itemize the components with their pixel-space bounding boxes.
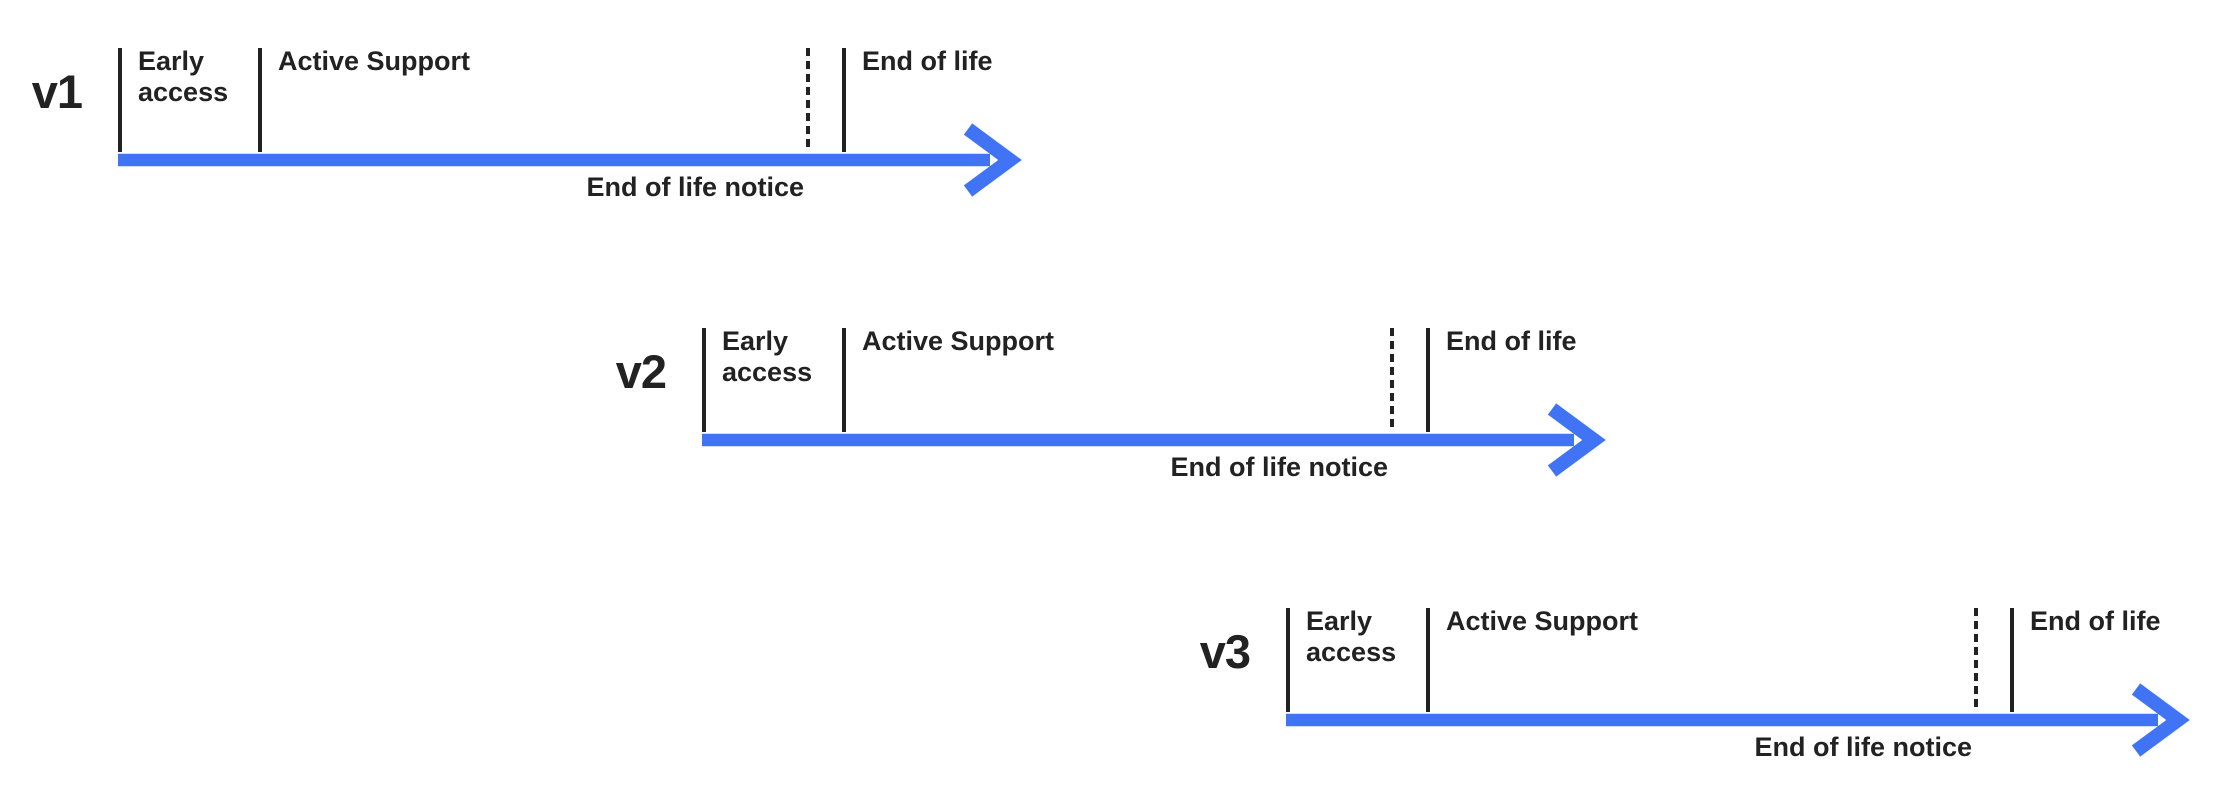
end-of-life-notice-dashed-tick — [806, 48, 810, 149]
end-of-life-tick — [2010, 608, 2014, 712]
active-support-start-tick — [1426, 608, 1430, 712]
timeline-v3: v3 Early access Active Support End of li… — [1200, 606, 2228, 788]
end-of-life-notice-label: End of life notice — [1170, 452, 1388, 482]
end-of-life-label: End of life — [862, 46, 993, 76]
end-of-life-notice-dashed-tick — [1974, 608, 1978, 709]
active-support-start-tick — [258, 48, 262, 152]
timeline-v2: v2 Early access Active Support End of li… — [616, 326, 1662, 508]
version-label: v3 — [1199, 625, 1251, 678]
end-of-life-label: End of life — [1446, 326, 1577, 356]
end-of-life-notice-dashed-tick — [1390, 328, 1394, 429]
active-support-start-tick — [842, 328, 846, 432]
version-label: v2 — [615, 345, 667, 398]
end-of-life-notice-label: End of life notice — [1754, 732, 1972, 762]
active-support-label: Active Support — [278, 46, 471, 76]
end-of-life-notice-label: End of life notice — [586, 172, 804, 202]
active-support-label: Active Support — [1446, 606, 1639, 636]
timeline-v1: v1 Early access Active Support End of li… — [32, 46, 1078, 228]
early-access-start-tick — [1286, 608, 1290, 712]
early-access-start-tick — [118, 48, 122, 152]
early-access-label: Early access — [722, 326, 813, 387]
early-access-label: Early access — [138, 46, 229, 107]
active-support-label: Active Support — [862, 326, 1055, 356]
early-access-start-tick — [702, 328, 706, 432]
version-label: v1 — [31, 65, 83, 118]
timeline-arrow — [118, 123, 1022, 197]
end-of-life-tick — [1426, 328, 1430, 432]
timeline-arrow — [1286, 683, 2190, 757]
timeline-arrow — [702, 403, 1606, 477]
end-of-life-label: End of life — [2030, 606, 2161, 636]
end-of-life-tick — [842, 48, 846, 152]
early-access-label: Early access — [1306, 606, 1397, 667]
